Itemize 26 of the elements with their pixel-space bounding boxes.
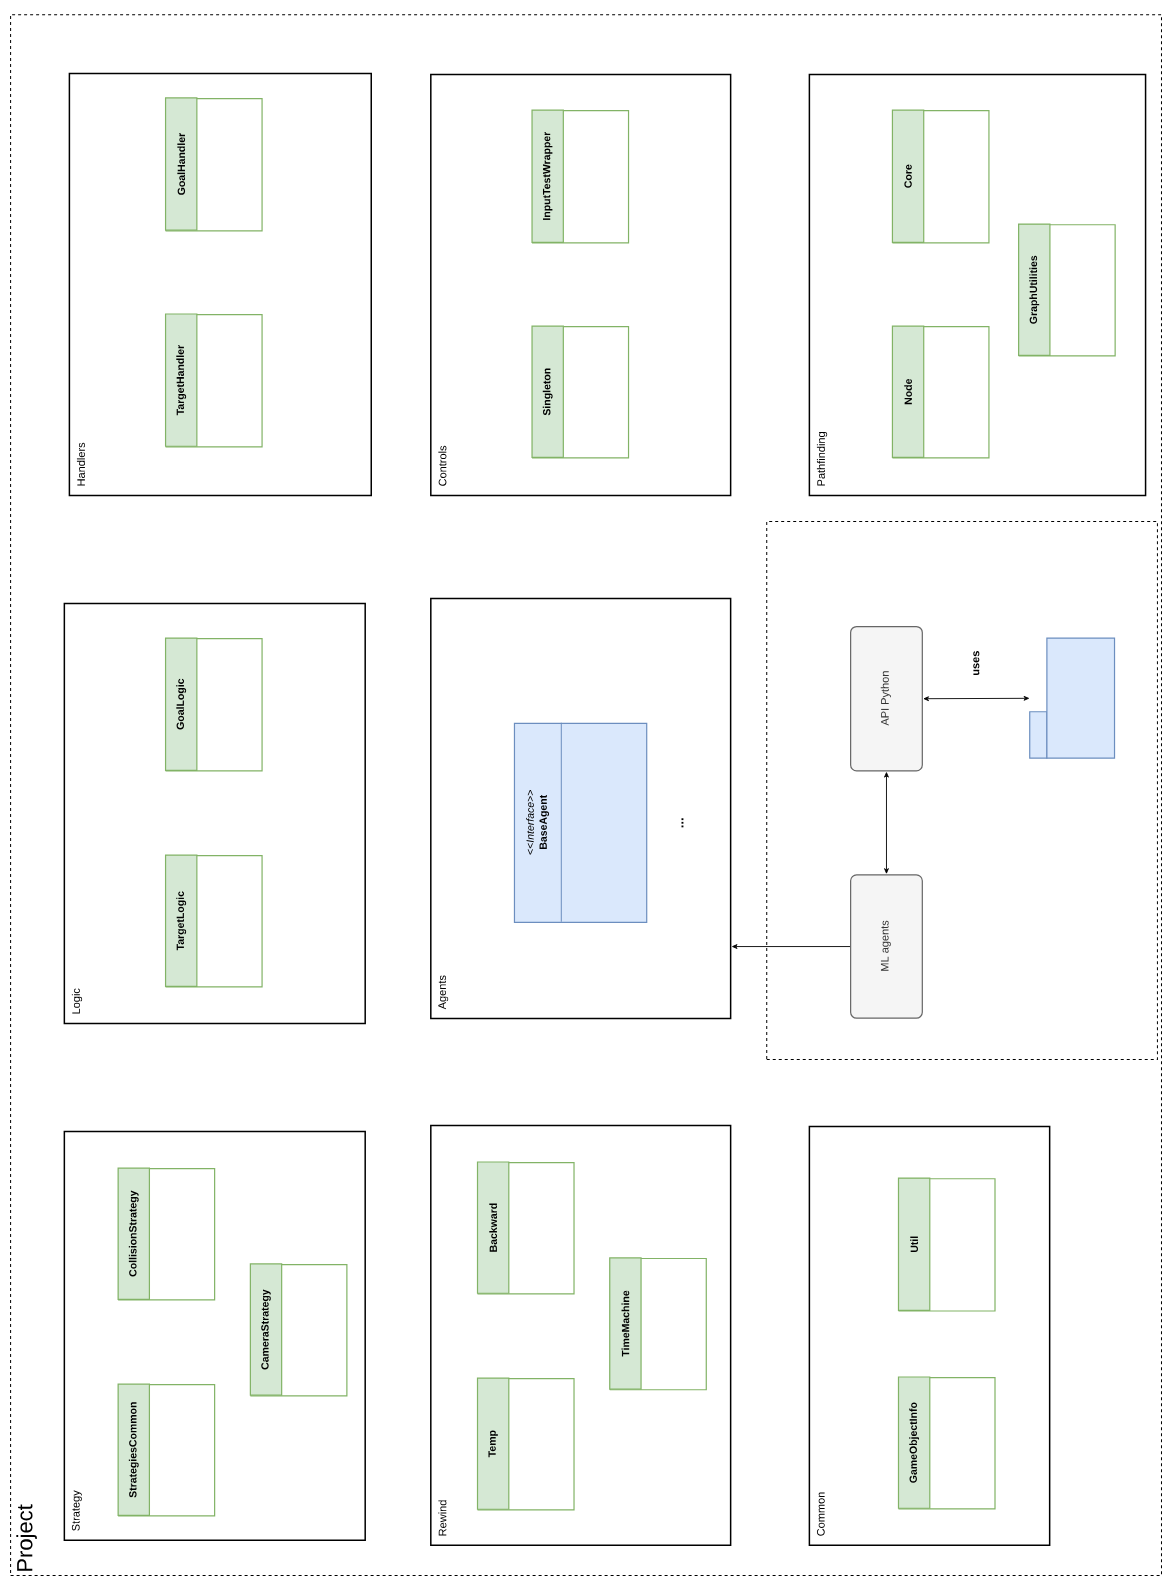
component-box: API Python: [850, 625, 923, 772]
class-box: InputTestWrapper: [531, 109, 630, 244]
edge-label: uses: [972, 649, 981, 677]
class-box: Node: [891, 325, 990, 459]
class-box: Util: [897, 1177, 996, 1312]
class-box: CameraStrategy: [249, 1263, 348, 1397]
component-box: ML agents: [850, 874, 923, 1019]
class-box: TimeMachine: [609, 1257, 707, 1391]
ellipsis-label: ...: [681, 818, 684, 828]
arrow: [732, 944, 851, 949]
class-box: Temp: [476, 1377, 575, 1511]
arrow: [884, 772, 889, 874]
class-box: GraphUtilities: [1018, 223, 1116, 357]
package-box: [1029, 637, 1116, 759]
class-box: CollisionStrategy: [117, 1167, 216, 1301]
class-box: Core: [891, 109, 990, 244]
class-box: GoalLogic: [164, 637, 263, 772]
class-box: TargetLogic: [164, 854, 263, 988]
arrow: [923, 695, 1030, 702]
boundary-box: [766, 520, 1158, 1060]
class-box: Singleton: [531, 325, 630, 459]
class-box: TargetHandler: [164, 313, 263, 448]
class-box: GoalHandler: [164, 97, 263, 232]
class-box: Backward: [476, 1161, 575, 1295]
class-box: GameObjectInfo: [897, 1376, 996, 1510]
class-box: StrategiesCommon: [117, 1383, 216, 1517]
